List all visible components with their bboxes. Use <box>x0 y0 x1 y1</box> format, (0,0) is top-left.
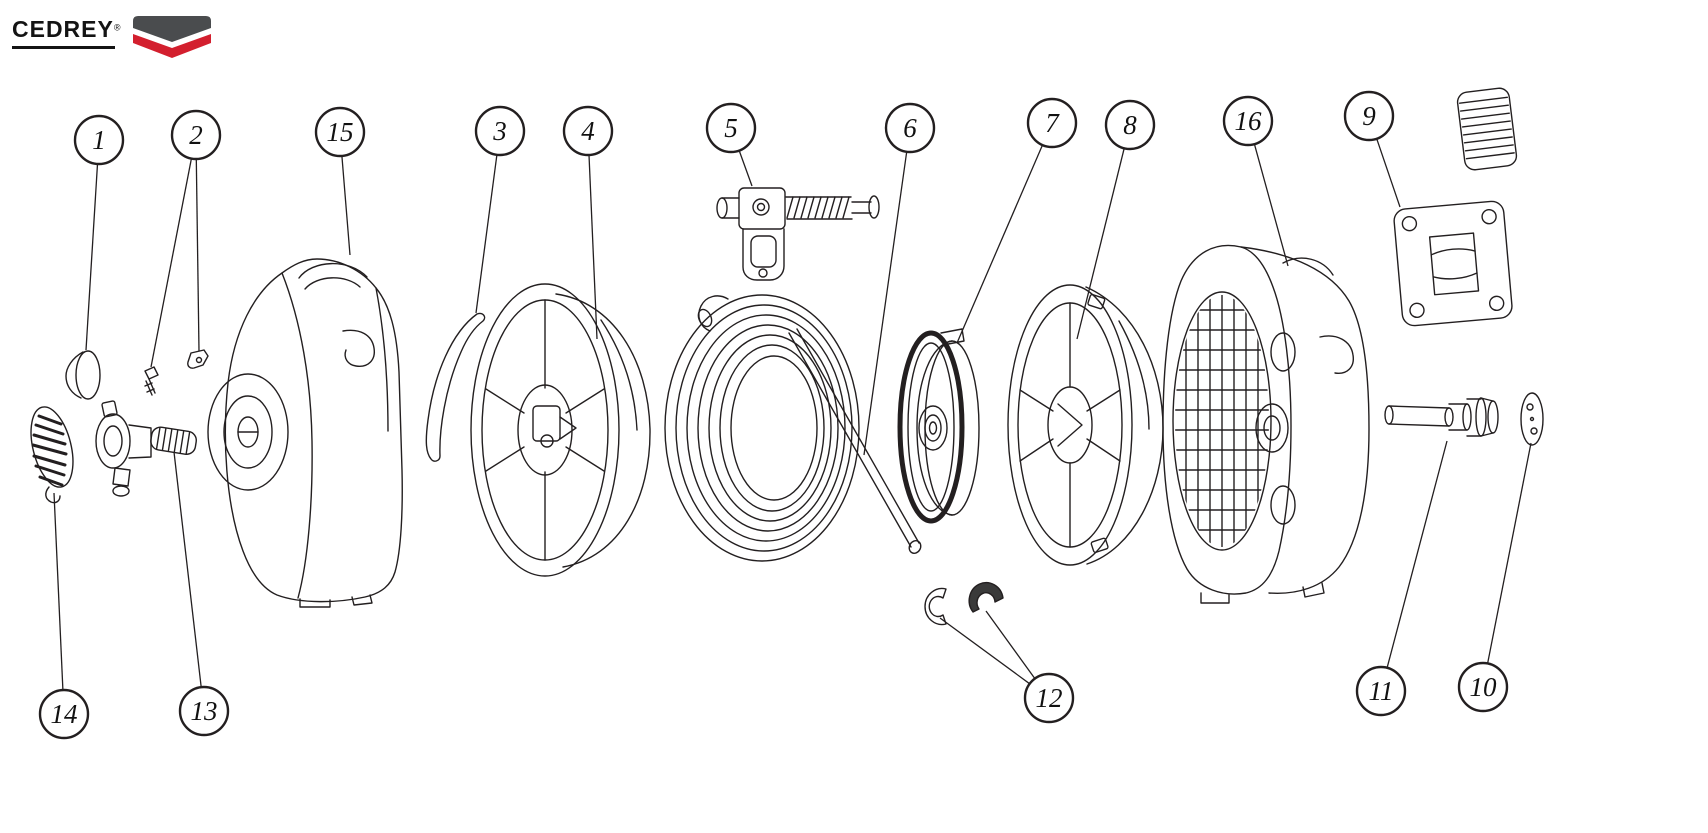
balloon-circle-2 <box>170 109 222 161</box>
balloon-circle-13 <box>178 685 230 737</box>
leader-line-15 <box>341 155 351 256</box>
leader-line-2 <box>195 158 200 352</box>
callout-13: 13 <box>173 451 230 737</box>
leader-line-6 <box>863 151 908 456</box>
leader-line-11 <box>1386 440 1448 668</box>
balloon-circle-8 <box>1104 99 1156 151</box>
balloon-number-6: 6 <box>903 113 917 143</box>
part-16-right-housing <box>1162 244 1370 604</box>
balloon-number-14: 14 <box>51 699 78 729</box>
callout-14: 14 <box>38 492 90 740</box>
balloon-circle-5 <box>705 102 757 154</box>
grille-pattern <box>1175 295 1269 547</box>
balloon-number-12: 12 <box>1036 683 1063 713</box>
callout-7: 7 <box>956 97 1078 344</box>
callout-6: 6 <box>863 102 936 456</box>
parts-layer <box>30 87 1544 626</box>
brand-name-block: CEDREY® <box>12 16 121 49</box>
balloon-circle-14 <box>38 688 90 740</box>
balloon-number-1: 1 <box>92 125 106 155</box>
callout-12: 12 <box>939 610 1075 724</box>
part-13-swivel-inlet <box>95 400 197 497</box>
leader-line-3 <box>475 154 498 314</box>
callout-11: 11 <box>1355 440 1448 717</box>
callout-15: 15 <box>314 106 366 256</box>
balloon-number-2: 2 <box>189 120 203 150</box>
part-4-spool-disc <box>470 283 651 577</box>
brand-name: CEDREY <box>12 16 114 42</box>
balloon-number-16: 16 <box>1235 106 1263 136</box>
callout-5: 5 <box>705 102 757 187</box>
callout-1: 1 <box>73 114 125 351</box>
balloon-circle-11 <box>1355 665 1407 717</box>
part-9-wall-bracket <box>1393 87 1518 327</box>
registered-mark: ® <box>113 22 121 33</box>
balloon-circle-6 <box>884 102 936 154</box>
leader-line-14 <box>53 492 64 691</box>
balloon-circle-7 <box>1026 97 1078 149</box>
callout-9: 9 <box>1343 90 1401 208</box>
balloon-number-13: 13 <box>191 696 218 726</box>
balloon-circle-16 <box>1222 95 1274 147</box>
balloon-number-9: 9 <box>1362 101 1376 131</box>
callout-2: 2 <box>150 109 222 368</box>
balloon-circle-9 <box>1343 90 1395 142</box>
logo-underline <box>12 46 115 49</box>
leader-line-10 <box>1486 442 1532 664</box>
leader-line-1 <box>85 163 99 351</box>
part-11-axle-shaft <box>1384 397 1499 437</box>
balloon-number-5: 5 <box>724 113 738 143</box>
brand-logo: CEDREY® <box>12 16 211 60</box>
leader-line-4 <box>588 154 598 340</box>
leader-line-5 <box>738 150 753 187</box>
callout-4: 4 <box>562 105 614 340</box>
balloon-circle-10 <box>1457 661 1509 713</box>
part-3-spring-band <box>425 312 486 462</box>
leader-line-8 <box>1076 148 1125 340</box>
callout-16: 16 <box>1222 95 1289 267</box>
balloon-circle-4 <box>562 105 614 157</box>
part-12-clamp-halves <box>924 581 1004 626</box>
leader-line-7 <box>956 144 1044 344</box>
balloon-number-7: 7 <box>1045 108 1060 138</box>
leader-line-9 <box>1376 138 1401 208</box>
leader-line-16 <box>1253 143 1289 267</box>
leader-line-12 <box>939 617 1031 685</box>
part-5-latch-assembly <box>716 187 880 281</box>
leader-line-2 <box>150 158 193 368</box>
leader-line-13 <box>173 451 202 688</box>
part-6-hose-coil <box>664 294 922 562</box>
balloon-number-11: 11 <box>1369 676 1394 706</box>
balloon-number-10: 10 <box>1470 672 1498 702</box>
part-15-left-housing <box>207 258 403 608</box>
balloon-circle-1 <box>73 114 125 166</box>
balloon-number-8: 8 <box>1123 110 1137 140</box>
part-14-ratchet-knob <box>30 406 74 504</box>
part-10-cap-disc <box>1520 392 1544 446</box>
balloon-number-15: 15 <box>327 117 354 147</box>
part-2-fasteners <box>144 349 209 396</box>
callout-10: 10 <box>1457 442 1532 713</box>
balloon-circle-15 <box>314 106 366 158</box>
part-8-spool-half <box>1007 284 1164 566</box>
leader-line-12 <box>985 610 1036 679</box>
balloon-circle-3 <box>474 105 526 157</box>
part-1-end-cap <box>65 350 101 400</box>
balloon-circle-12 <box>1023 672 1075 724</box>
part-7-seal-disc <box>897 328 980 524</box>
balloon-number-3: 3 <box>492 116 507 146</box>
callout-3: 3 <box>474 105 526 314</box>
callout-8: 8 <box>1076 99 1156 340</box>
balloon-number-4: 4 <box>581 116 595 146</box>
brand-icon <box>132 16 211 58</box>
